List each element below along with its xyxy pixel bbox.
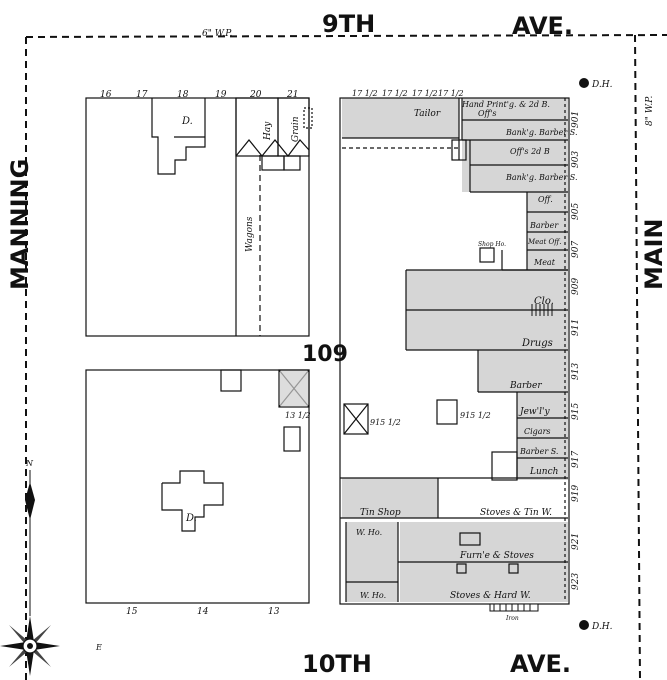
water-main-right: 8" W.P.: [645, 96, 655, 126]
hydrant-top: D.H.: [579, 78, 613, 90]
address-907: 907: [571, 241, 581, 258]
east-top-number-2: 17 1/2: [382, 89, 408, 98]
label-rear-915b: 915 1/2: [460, 411, 491, 420]
hydrant-label-bottom: D.H.: [591, 622, 613, 632]
address-901: 901: [571, 111, 581, 128]
street-10th-ave: AVE.: [510, 650, 571, 678]
street-9th: 9TH: [322, 10, 375, 38]
east-labels: Hand Print'g. & 2d B. Off's Tailor Bank'…: [356, 100, 578, 601]
street-lines: [25, 34, 667, 680]
compass-east: E: [95, 643, 102, 652]
lot-17: 17: [136, 90, 148, 100]
label-hand-print: Hand Print'g. & 2d B.: [461, 100, 550, 109]
label-barber-3: Barber S.: [519, 447, 558, 456]
lot-15: 15: [126, 607, 138, 617]
label-shop: Shop Ho.: [478, 241, 506, 248]
street-manning: MANNING: [6, 159, 34, 290]
label-bank-barber: Bank'g. Barber S.: [505, 128, 578, 137]
address-913: 913: [571, 363, 581, 380]
label-meat: Meat: [533, 258, 556, 267]
label-lot-13: 13 1/2: [285, 411, 311, 420]
label-tailor: Tailor: [414, 109, 441, 119]
label-wareho-1: W. Ho.: [356, 528, 382, 537]
label-grain: Grain: [291, 116, 301, 142]
stair: [531, 304, 553, 316]
label-drugs: Drugs: [521, 338, 553, 349]
water-main-top: 6" W.P.: [202, 29, 232, 39]
address-903: 903: [571, 151, 581, 168]
address-909: 909: [571, 278, 581, 295]
label-clo: Clo.: [534, 296, 554, 307]
label-tin-shop: Tin Shop: [360, 508, 401, 518]
label-barber: Barber: [529, 221, 559, 230]
east-block-lines: [339, 97, 570, 605]
label-cigars: Cigars: [524, 427, 551, 436]
north-arrow: N: [25, 459, 35, 616]
west-block: [85, 97, 313, 604]
east-top-number-1: 17 1/2: [352, 89, 378, 98]
label-stoves-hardw: Stoves & Hard W.: [450, 591, 531, 601]
west-bottom-lot-numbers: 15 14 13: [126, 607, 280, 617]
label-rear-915: 915 1/2: [370, 418, 401, 427]
east-top-number-4: 17 1/2: [438, 89, 464, 98]
address-numbers: 901 903 905 907 909 911 913 915 917 919 …: [571, 111, 581, 590]
lot-16: 16: [100, 90, 112, 100]
label-offs: Off's: [478, 109, 497, 118]
label-lunch: Lunch: [529, 467, 558, 477]
label-dwelling-2: D.: [185, 513, 197, 524]
east-top-number-3: 17 1/2: [412, 89, 438, 98]
label-offs-2d: Off's 2d B: [510, 147, 550, 156]
lot-19: 19: [215, 90, 227, 100]
hydrant-bottom: D.H.: [579, 620, 613, 632]
label-stoves-tin: Stoves & Tin W.: [480, 508, 552, 518]
label-bank-barber-2: Bank'g. Barber S.: [505, 173, 578, 182]
label-barber-2: Barber: [509, 381, 542, 391]
address-921: 921: [571, 533, 581, 550]
address-919: 919: [571, 485, 581, 502]
label-wareho-2: W. Ho.: [360, 591, 386, 600]
iron-shed: Iron: [489, 603, 539, 622]
compass-rose: [0, 616, 60, 676]
label-meat-off: Meat Off.: [527, 238, 561, 246]
street-9th-ave: AVE.: [512, 12, 573, 40]
lot-21: 21: [286, 90, 298, 100]
address-915: 915: [571, 403, 581, 420]
label-dwelling-1: D.: [181, 116, 193, 127]
label-hay: Hay: [263, 121, 273, 141]
address-911: 911: [571, 319, 581, 336]
hydrant-label-top: D.H.: [591, 80, 613, 90]
west-top-lot-numbers: 16 17 18 19 20 21: [100, 90, 298, 100]
lot-18: 18: [177, 90, 189, 100]
lot-14: 14: [197, 607, 209, 617]
compass-north: N: [25, 459, 34, 468]
label-jewelry: Jew'l'y: [518, 407, 550, 417]
lot-13: 13: [268, 607, 280, 617]
lot-20: 20: [249, 90, 262, 100]
address-917: 917: [571, 451, 581, 468]
address-905: 905: [571, 203, 581, 220]
street-10th: 10TH: [302, 650, 372, 678]
block-number: 109: [302, 342, 348, 367]
label-wagons: Wagons: [245, 216, 255, 252]
address-923: 923: [571, 573, 581, 590]
street-main: MAIN: [640, 219, 667, 290]
label-furn-stoves: Furn'e & Stoves: [459, 551, 534, 561]
label-iron: Iron: [505, 615, 519, 622]
east-top-numbers: 17 1/2 17 1/2 17 1/2 17 1/2: [352, 89, 464, 98]
label-off-1: Off.: [538, 195, 553, 204]
